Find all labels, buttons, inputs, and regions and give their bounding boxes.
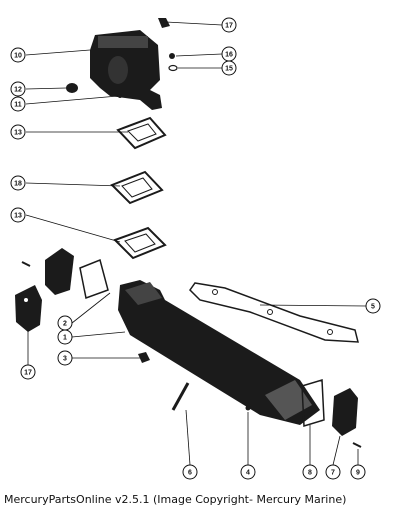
svg-text:2: 2 bbox=[63, 321, 67, 328]
callout-3: 3 bbox=[57, 350, 73, 366]
callout-16: 17 bbox=[221, 17, 237, 33]
part-3-nut bbox=[138, 352, 150, 363]
svg-text:10: 10 bbox=[14, 53, 22, 60]
svg-text:15: 15 bbox=[225, 66, 233, 73]
part-cover-plate-left bbox=[45, 248, 74, 295]
part-manifold-body bbox=[118, 280, 320, 425]
callout-13-upper: 13 bbox=[10, 124, 26, 140]
callout-18: 18 bbox=[10, 175, 26, 191]
part-screw-left bbox=[21, 261, 31, 267]
svg-text:3: 3 bbox=[63, 356, 67, 363]
callout-7: 7 bbox=[325, 464, 341, 480]
callout-13-lower: 13 bbox=[10, 207, 26, 223]
callout-11: 11 bbox=[10, 96, 26, 112]
callout-8: 8 bbox=[302, 464, 318, 480]
svg-text:12: 12 bbox=[14, 87, 22, 94]
svg-text:1: 1 bbox=[63, 335, 67, 342]
part-11-screw bbox=[118, 94, 122, 98]
svg-text:7: 7 bbox=[331, 470, 335, 477]
part-9-screw bbox=[352, 442, 362, 448]
callout-5: 5 bbox=[365, 298, 381, 314]
svg-text:16: 16 bbox=[225, 52, 233, 59]
footer-copyright: MercuryPartsOnline v2.5.1 (Image Copyrig… bbox=[4, 493, 347, 506]
gasket-13-upper bbox=[116, 116, 167, 150]
callout-15: 16 bbox=[221, 46, 237, 62]
callout-4: 4 bbox=[240, 464, 256, 480]
part-gasket-left bbox=[79, 258, 109, 300]
callouts: 10 17 16 15 12 11 13 18 bbox=[10, 17, 381, 480]
part-10-elbow bbox=[90, 30, 162, 110]
callout-17: 17 bbox=[20, 364, 36, 380]
callout-14: 15 bbox=[221, 60, 237, 76]
svg-text:5: 5 bbox=[371, 304, 375, 311]
svg-text:6: 6 bbox=[188, 470, 192, 477]
part-8-gasket bbox=[301, 379, 325, 427]
callout-2: 2 bbox=[57, 315, 73, 331]
gasket-18 bbox=[110, 170, 164, 205]
part-6-bolt bbox=[171, 382, 190, 411]
part-16-fitting bbox=[158, 18, 170, 28]
svg-text:8: 8 bbox=[308, 470, 312, 477]
part-12-plug bbox=[66, 83, 78, 93]
part-5-gasket-strip bbox=[189, 282, 359, 343]
callout-10: 10 bbox=[10, 47, 26, 63]
callout-1: 1 bbox=[57, 329, 73, 345]
svg-text:13: 13 bbox=[14, 130, 22, 137]
svg-text:18: 18 bbox=[14, 181, 22, 188]
svg-text:9: 9 bbox=[356, 470, 360, 477]
part-15-nut bbox=[169, 53, 175, 59]
svg-text:13: 13 bbox=[14, 213, 22, 220]
svg-text:11: 11 bbox=[14, 102, 22, 109]
gasket-13-lower bbox=[113, 226, 167, 260]
callout-6: 6 bbox=[182, 464, 198, 480]
leader-lines bbox=[25, 21, 367, 466]
svg-text:17: 17 bbox=[225, 23, 233, 30]
part-7-cover bbox=[332, 388, 358, 436]
callout-12: 12 bbox=[10, 81, 26, 97]
part-4-plug bbox=[245, 405, 251, 411]
callout-9: 9 bbox=[350, 464, 366, 480]
svg-text:4: 4 bbox=[246, 470, 250, 477]
svg-text:17: 17 bbox=[24, 370, 32, 377]
part-14-washer bbox=[168, 64, 178, 72]
part-17-cover bbox=[15, 285, 42, 332]
